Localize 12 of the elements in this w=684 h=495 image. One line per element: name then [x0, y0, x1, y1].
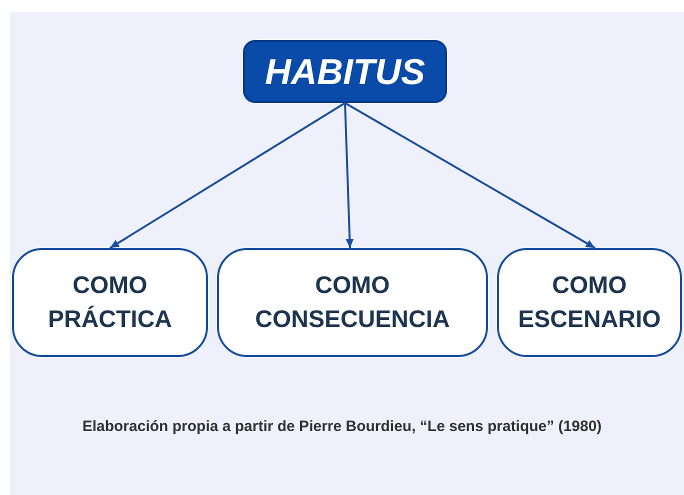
node-label: HABITUS	[265, 54, 425, 90]
arrow	[344, 102, 354, 248]
node-label: COMO ESCENARIO	[517, 270, 662, 334]
arrow	[344, 102, 596, 249]
node-label: COMO CONSECUENCIA	[254, 270, 451, 334]
concept-box	[12, 248, 208, 357]
concept-box	[217, 248, 488, 357]
title-box	[243, 40, 447, 103]
node-label: COMO PRÁCTICA	[47, 270, 173, 334]
caption: Elaboración propia a partir de Pierre Bourdieu, “Le sens pratique” (1980)	[82, 417, 602, 437]
arrow	[109, 102, 346, 249]
concept-box	[497, 248, 682, 357]
